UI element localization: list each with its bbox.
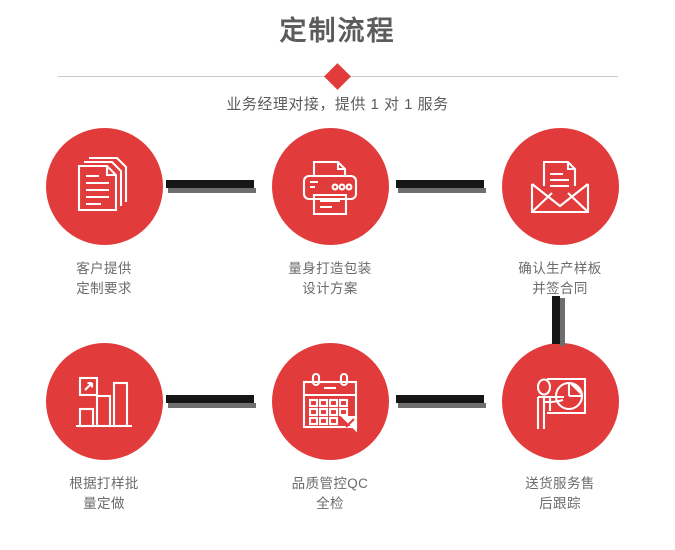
flow-step-1-label: 客户提供 定制要求 [76, 261, 132, 296]
flow-step-5-label: 品质管控QC 全检 [291, 476, 369, 511]
flow-step-6-circle [501, 343, 619, 460]
flow-step-2: 量身打造包装 设计方案 [240, 128, 420, 299]
connector-bar [166, 180, 254, 188]
connector-shadow [168, 188, 256, 193]
connector-bar [166, 395, 254, 403]
flow-step-5: 品质管控QC 全检 [240, 343, 420, 514]
connector-step1-step2 [166, 180, 256, 193]
flow-step-4-circle [45, 343, 163, 460]
connector-bar [396, 180, 484, 188]
calendar-icon [297, 369, 363, 435]
printer-icon [297, 154, 363, 220]
connector-step5-step6 [396, 395, 486, 408]
documents-stack-icon [71, 154, 137, 220]
flow-step-3-label: 确认生产样板 并签合同 [518, 261, 602, 296]
flow-step-3-circle [501, 128, 619, 245]
connector-shadow [398, 403, 486, 408]
flow-step-5-circle [271, 343, 389, 460]
diamond-marker-icon [323, 63, 351, 90]
flow-step-2-circle [271, 128, 389, 245]
flow-step-3: 确认生产样板 并签合同 [470, 128, 650, 299]
flow-step-1-circle [45, 128, 163, 245]
page-subtitle: 业务经理对接，提供 1 对 1 服务 [226, 96, 449, 113]
flow-step-6: 送货服务售 后跟踪 [470, 343, 650, 514]
connector-step4-step5 [166, 395, 256, 408]
connector-shadow [398, 188, 486, 193]
connector-shadow [168, 403, 256, 408]
flow-step-4-label: 根据打样批 量定做 [69, 476, 139, 511]
connector-bar [396, 395, 484, 403]
process-flow-diagram: 客户提供 定制要求 量身打造包装 设计方案 [0, 128, 675, 528]
envelope-document-icon [527, 154, 593, 220]
page-title: 定制流程 [279, 16, 396, 46]
connector-step2-step3 [396, 180, 486, 193]
connector-bar [552, 296, 560, 344]
page-header: 定制流程 业务经理对接，提供 1 对 1 服务 [0, 0, 675, 116]
flow-step-6-label: 送货服务售 后跟踪 [525, 476, 595, 511]
connector-step3-step6 [552, 296, 565, 346]
bar-chart-growth-icon [71, 369, 137, 435]
connector-shadow [560, 298, 565, 346]
title-divider [0, 62, 675, 92]
flow-step-4: 根据打样批 量定做 [14, 343, 194, 514]
presentation-pie-chart-icon [527, 369, 593, 435]
flow-step-2-label: 量身打造包装 设计方案 [288, 261, 372, 296]
flow-step-1: 客户提供 定制要求 [14, 128, 194, 299]
